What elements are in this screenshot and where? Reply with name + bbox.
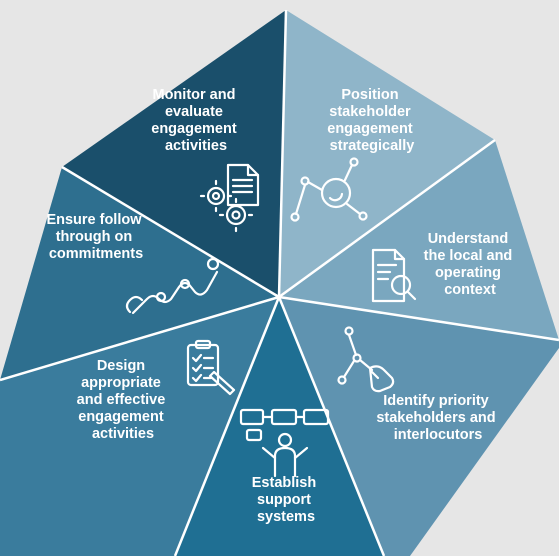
segment-monitor [62,10,286,297]
segment-design [0,297,279,556]
route-path-icon [125,257,220,315]
gears-document-icon [199,163,260,233]
hand-network-icon [337,326,395,393]
document-search-icon [371,248,417,303]
segment-ensure [0,167,279,380]
segment-position [279,10,495,297]
label-design: Design appropriate and effective engagem… [77,358,170,442]
person-chat-icon [239,408,330,478]
segment-identify [279,297,559,556]
label-ensure: Ensure follow through on commitments [46,212,145,262]
segment-establish [175,297,384,556]
label-understand: Understand the local and operating conte… [424,231,517,298]
label-identify: Identify priority stakeholders and inter… [376,393,499,443]
label-establish: Establish support systems [252,475,321,525]
segment-understand [279,140,559,340]
label-monitor: Monitor and evaluate engagement activiti… [151,87,240,154]
label-position: Position stakeholder engagement strategi… [327,87,416,154]
segment-dividers [0,9,559,556]
clipboard-pen-icon [186,339,236,396]
magnifier-network-icon [290,157,368,222]
